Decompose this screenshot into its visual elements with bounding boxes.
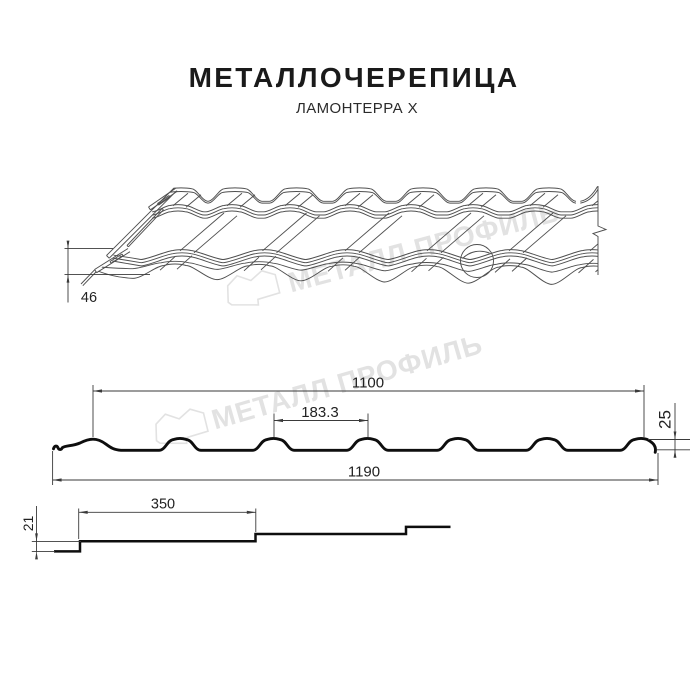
svg-text:46: 46 xyxy=(81,290,97,306)
svg-text:25: 25 xyxy=(656,410,675,429)
svg-text:1190: 1190 xyxy=(348,464,380,481)
svg-text:1100: 1100 xyxy=(352,375,384,392)
svg-text:МЕТАЛЛ ПРОФИЛЬ: МЕТАЛЛ ПРОФИЛЬ xyxy=(208,328,486,435)
svg-text:350: 350 xyxy=(151,497,175,513)
svg-text:183.3: 183.3 xyxy=(301,404,339,421)
svg-text:21: 21 xyxy=(20,516,36,532)
